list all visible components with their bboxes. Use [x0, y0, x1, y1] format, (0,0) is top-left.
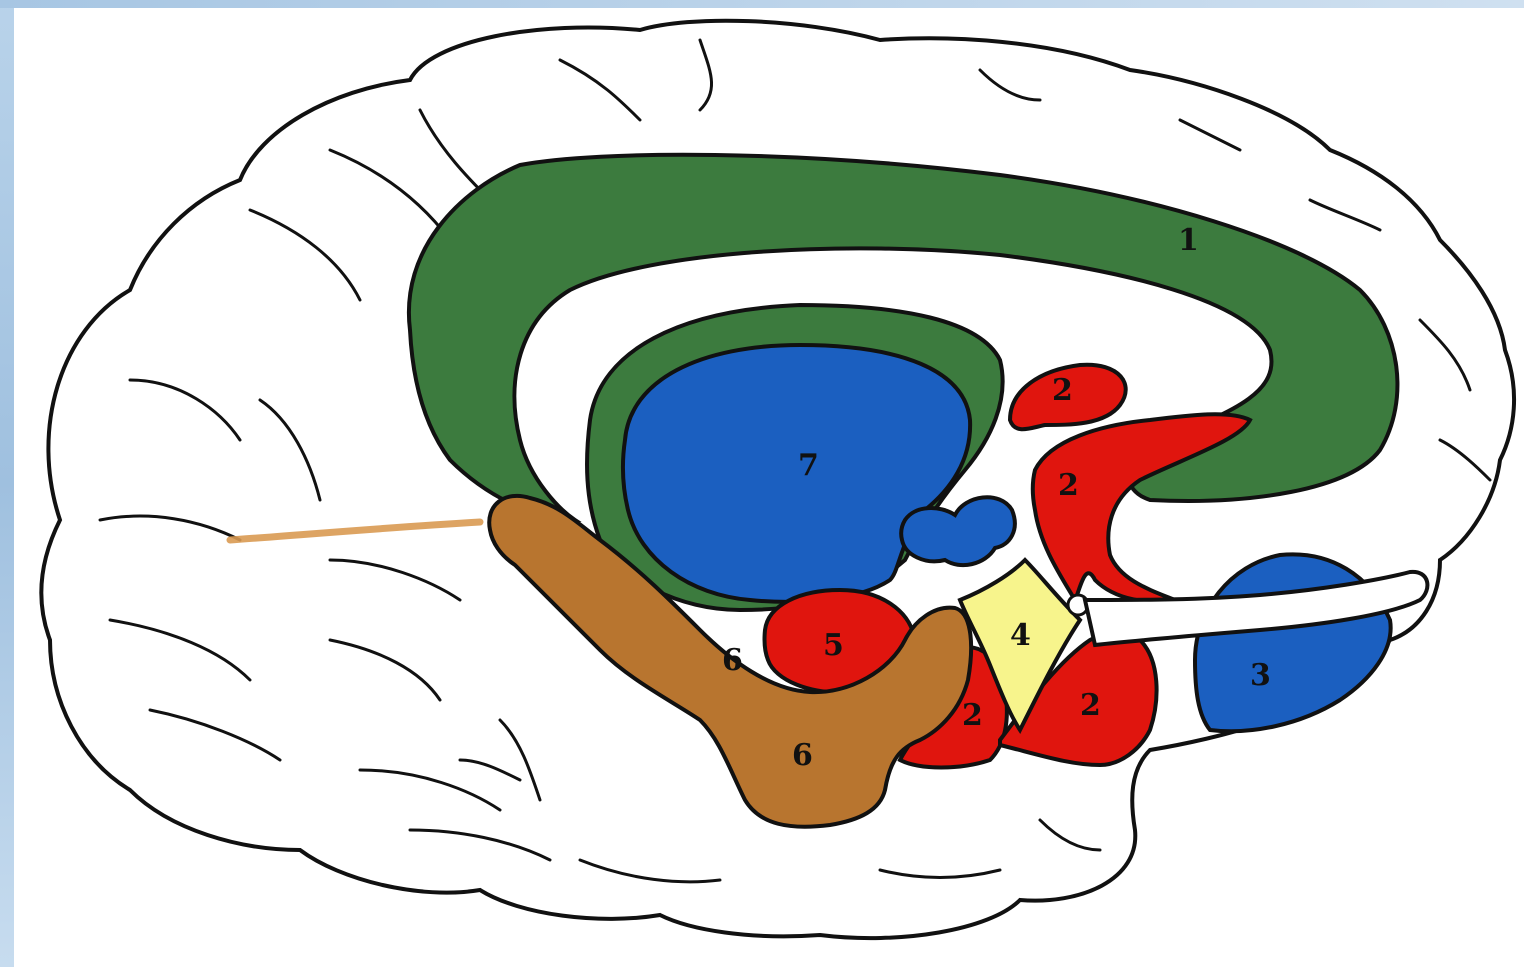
label-3: 3	[1250, 658, 1271, 693]
label-4: 4	[1010, 618, 1031, 653]
label-7: 7	[798, 448, 819, 483]
label-2-upper: 2	[1052, 373, 1073, 408]
label-6-brown: 6	[792, 738, 813, 773]
label-2-lower-left: 2	[962, 698, 983, 733]
label-2-lower-right: 2	[1080, 688, 1101, 723]
label-1: 1	[1178, 223, 1199, 258]
label-2-middle: 2	[1058, 468, 1079, 503]
label-6-white: 6	[722, 643, 743, 678]
label-5: 5	[823, 628, 844, 663]
